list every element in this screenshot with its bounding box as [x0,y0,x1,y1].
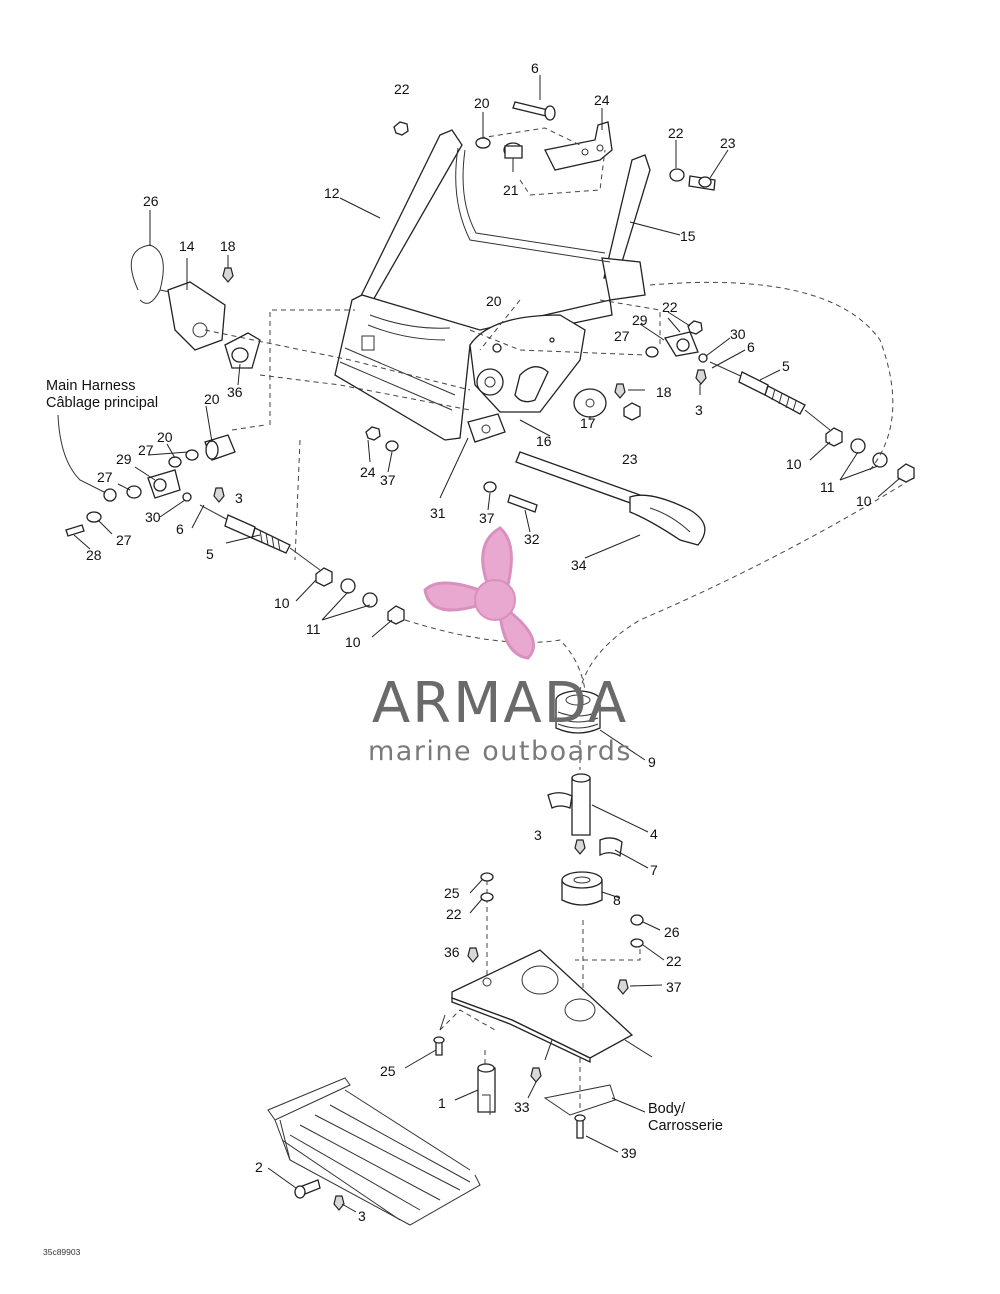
callout-19: 26 [664,924,680,940]
switch-assembly [130,244,261,369]
callout-5: 5 [782,358,790,374]
callout-10: 10 [786,456,802,472]
propeller-icon [423,526,535,660]
callout-3: 3 [235,490,243,506]
callout-7: 7 [650,862,658,878]
left-cable-assembly [57,414,405,625]
top-fasteners [393,101,716,191]
body-label-fr: Carrosserie [648,1118,723,1134]
drawing-code: 35c89903 [43,1247,81,1257]
callout-19: 25 [444,885,460,901]
callout-27: 27 [97,469,113,485]
callout-11: 11 [820,479,835,495]
callout-20: 20 [474,95,490,111]
assembly-lines [204,127,911,1110]
callout-25: 25 [380,1063,396,1079]
callout-20: 20 [157,429,173,445]
callout-37: 37 [479,510,495,526]
callout-36: 36 [444,944,460,960]
callout-38: 39 [621,1145,637,1161]
callout-19: 24 [360,464,376,480]
callout-23: 23 [720,135,736,151]
callout-28: 28 [86,547,102,563]
callout-17: 17 [580,415,596,431]
callout-37: 37 [380,472,396,488]
callout-26: 26 [143,193,159,209]
callout-1: 1 [438,1095,446,1111]
callout-10: 10 [345,634,361,650]
base-plate [433,872,644,1139]
callout-29: 29 [116,451,132,467]
callouts: 6 22 20 24 22 23 21 12 26 15 14 18 20 22… [86,60,872,1224]
callout-6: 6 [176,521,184,537]
callout-35: 36 [227,384,243,400]
callout-11: 11 [306,621,321,637]
callout-14: 14 [179,238,195,254]
foot-pedal [267,1077,481,1226]
callout-3: 3 [358,1208,366,1224]
main-harness-label: Main Harness [46,378,135,394]
watermark-logo: ARMADA marine outboards [368,526,632,767]
callout-32: 32 [524,531,540,547]
callout-30: 30 [145,509,161,525]
callout-30: 30 [730,326,746,342]
callout-21: 21 [503,182,519,198]
callout-18: 18 [220,238,236,254]
callout-6: 6 [747,339,755,355]
callout-22: 22 [668,125,684,141]
callout-34: 34 [571,557,587,573]
callout-20: 20 [486,293,502,309]
main-harness-label-fr: Câblage principal [46,395,158,411]
callout-10: 10 [856,493,872,509]
callout-3: 3 [534,827,542,843]
callout-19: 22 [394,81,410,97]
right-cable-assembly [573,320,915,483]
callout-21: 20 [204,391,220,407]
watermark-brand: ARMADA [372,671,628,736]
callout-10: 10 [274,595,290,611]
callout-18: 18 [656,384,672,400]
callout-12: 12 [324,185,340,201]
callout-19: 22 [662,299,678,315]
watermark-tagline: marine outboards [368,736,632,767]
brake-lever [365,413,706,546]
lower-column [547,690,623,906]
body-label: Body/ [648,1101,686,1117]
callout-27: 27 [138,442,154,458]
callout-27: 27 [614,328,630,344]
callout-31: 31 [430,505,446,521]
callout-22: 22 [666,953,682,969]
callout-3: 3 [695,402,703,418]
callout-13: 6 [531,60,539,76]
callout-8: 8 [613,892,621,908]
callout-16: 16 [536,433,552,449]
steering-column-frame [334,129,651,441]
callout-22: 22 [446,906,462,922]
callout-36: 37 [666,979,682,995]
callout-4: 4 [650,826,658,842]
callout-24: 24 [594,92,610,108]
callout-2: 2 [255,1159,263,1175]
callout-19: 23 [622,451,638,467]
callout-33: 33 [514,1099,530,1115]
callout-9: 9 [648,754,656,770]
callout-15: 15 [680,228,696,244]
leader-lines [73,75,901,1213]
callout-5: 5 [206,546,214,562]
callout-29: 29 [632,312,648,328]
callout-27: 27 [116,532,132,548]
text-notes: Main Harness Câblage principal Body/ Car… [43,378,723,1257]
